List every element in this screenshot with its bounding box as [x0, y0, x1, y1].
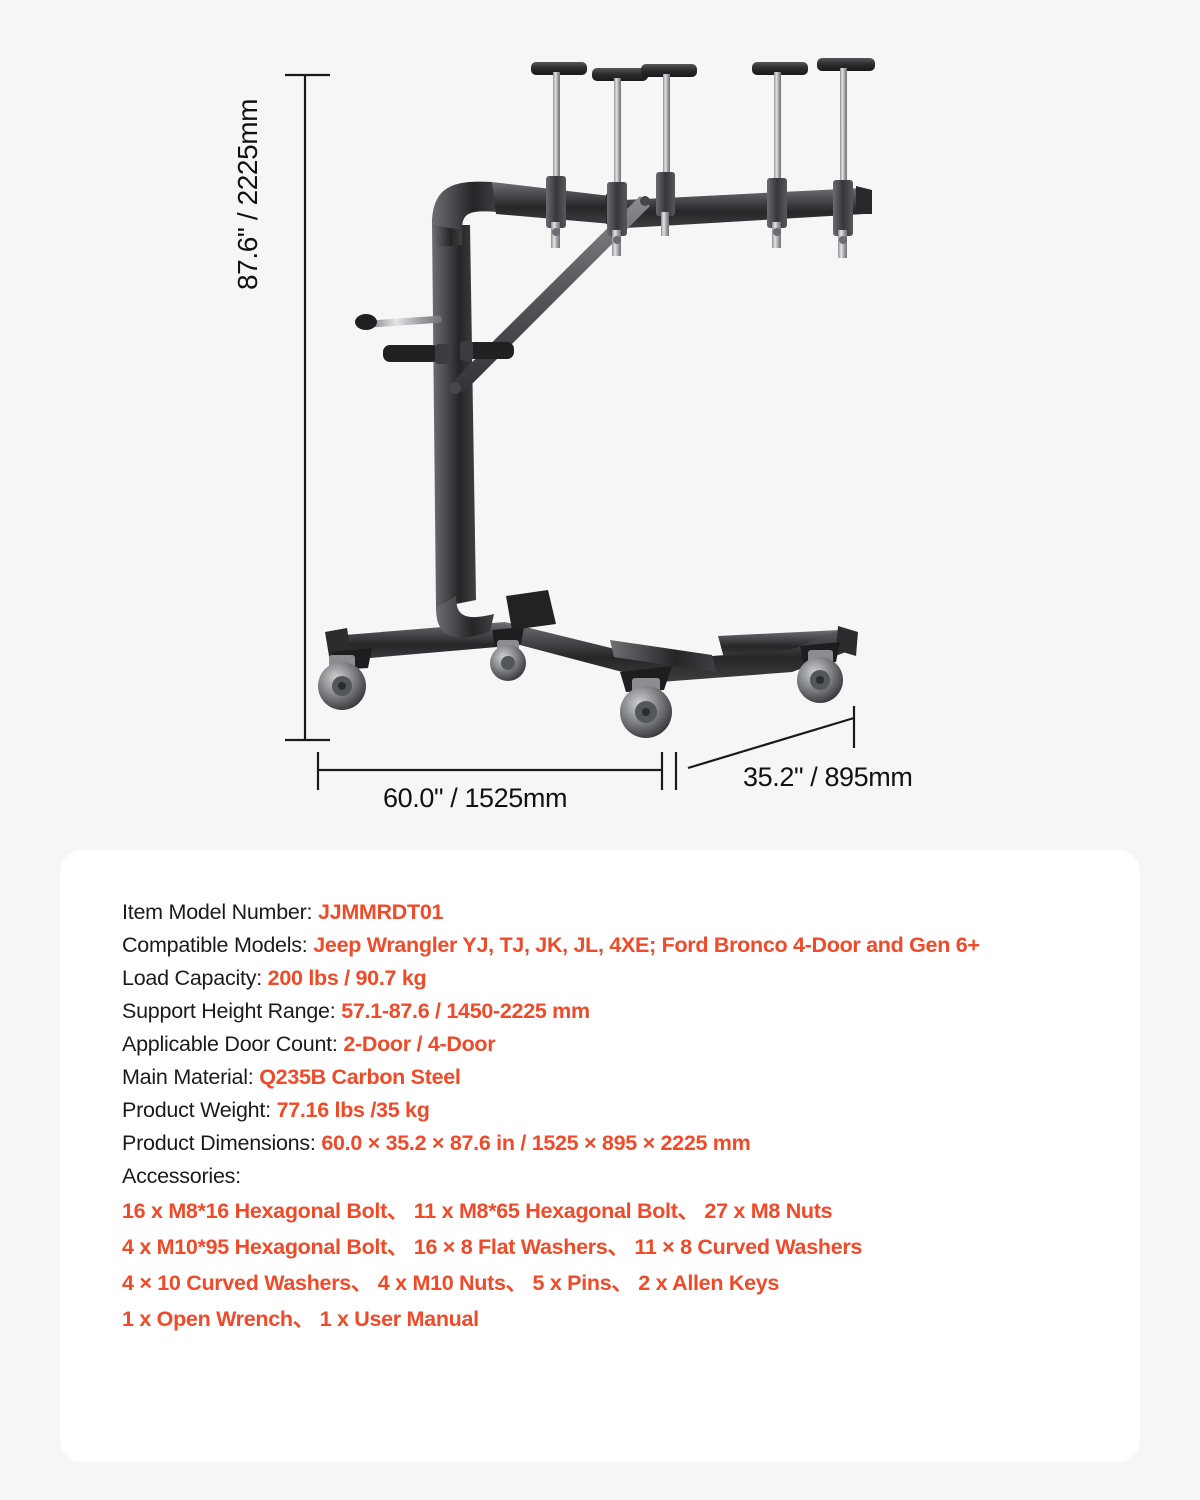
- width-dimension-label: 60.0" / 1525mm: [383, 783, 568, 813]
- product-figure: 87.6" / 2225mm 60.0" / 1525mm 35.2" / 89…: [232, 58, 913, 813]
- accessories-line: 4 x M10*95 Hexagonal Bolt、 16 × 8 Flat W…: [122, 1235, 863, 1259]
- accessories-heading: Accessories:: [122, 1164, 241, 1188]
- product-base-frame: [325, 590, 858, 692]
- product-illustration-svg: [285, 58, 875, 790]
- height-dimension-label: 87.6" / 2225mm: [232, 98, 263, 290]
- spec-value: 200 lbs / 90.7 kg: [267, 966, 427, 990]
- spec-row-support-height-range: Support Height Range: 57.1-87.6 / 1450-2…: [122, 995, 1120, 1028]
- spec-label: Load Capacity:: [122, 966, 262, 990]
- support-post-1: [531, 62, 587, 248]
- accessories-line: 16 x M8*16 Hexagonal Bolt、 11 x M8*65 He…: [122, 1199, 833, 1223]
- support-post-3: [641, 64, 697, 236]
- caster-center-rear: [490, 640, 526, 681]
- spec-label: Product Weight:: [122, 1098, 271, 1122]
- caster-front-center: [620, 678, 672, 738]
- spec-value: 57.1-87.6 / 1450-2225 mm: [341, 999, 590, 1023]
- caster-rear-left: [318, 655, 366, 710]
- accessories-line: 4 × 10 Curved Washers、 4 x M10 Nuts、 5 x…: [122, 1271, 780, 1295]
- spec-value: Q235B Carbon Steel: [259, 1065, 461, 1089]
- depth-dimension-line: [687, 716, 855, 770]
- spec-label: Applicable Door Count:: [122, 1032, 338, 1056]
- spec-label: Support Height Range:: [122, 999, 336, 1023]
- spec-row-product-dimensions: Product Dimensions: 60.0 × 35.2 × 87.6 i…: [122, 1127, 1120, 1160]
- spec-value: JJMMRDT01: [318, 900, 444, 924]
- spec-row-main-material: Main Material: Q235B Carbon Steel: [122, 1061, 1120, 1094]
- spec-label: Main Material:: [122, 1065, 254, 1089]
- spec-row-item-model-number: Item Model Number: JJMMRDT01: [122, 896, 1120, 929]
- specification-card: Item Model Number: JJMMRDT01 Compatible …: [60, 850, 1140, 1462]
- support-post-2: [592, 68, 648, 256]
- spec-row-applicable-door-count: Applicable Door Count: 2-Door / 4-Door: [122, 1028, 1120, 1061]
- specification-list: Item Model Number: JJMMRDT01 Compatible …: [122, 896, 1120, 1337]
- spec-value: 60.0 × 35.2 × 87.6 in / 1525 × 895 × 222…: [321, 1131, 751, 1155]
- casters: [318, 640, 843, 738]
- spec-value: Jeep Wrangler YJ, TJ, JK, JL, 4XE; Ford …: [313, 933, 980, 957]
- mast-controls: [355, 314, 514, 364]
- spec-label: Product Dimensions:: [122, 1131, 316, 1155]
- spec-label: Item Model Number:: [122, 900, 313, 924]
- depth-dimension-label: 35.2" / 895mm: [743, 762, 913, 792]
- accessories-line: 1 x Open Wrench、 1 x User Manual: [122, 1307, 479, 1331]
- spec-label: Compatible Models:: [122, 933, 308, 957]
- support-posts: [531, 58, 875, 258]
- spec-value: 2-Door / 4-Door: [343, 1032, 496, 1056]
- support-post-5: [817, 58, 875, 258]
- spec-row-load-capacity: Load Capacity: 200 lbs / 90.7 kg: [122, 962, 1120, 995]
- product-mast-and-boom: [432, 181, 872, 638]
- spec-value: 77.16 lbs /35 kg: [276, 1098, 430, 1122]
- spec-row-compatible-models: Compatible Models: Jeep Wrangler YJ, TJ,…: [122, 929, 1120, 962]
- support-post-4: [752, 62, 808, 248]
- spec-row-product-weight: Product Weight: 77.16 lbs /35 kg: [122, 1094, 1120, 1127]
- caster-rear-right: [797, 650, 843, 703]
- dimension-lines: [285, 73, 856, 790]
